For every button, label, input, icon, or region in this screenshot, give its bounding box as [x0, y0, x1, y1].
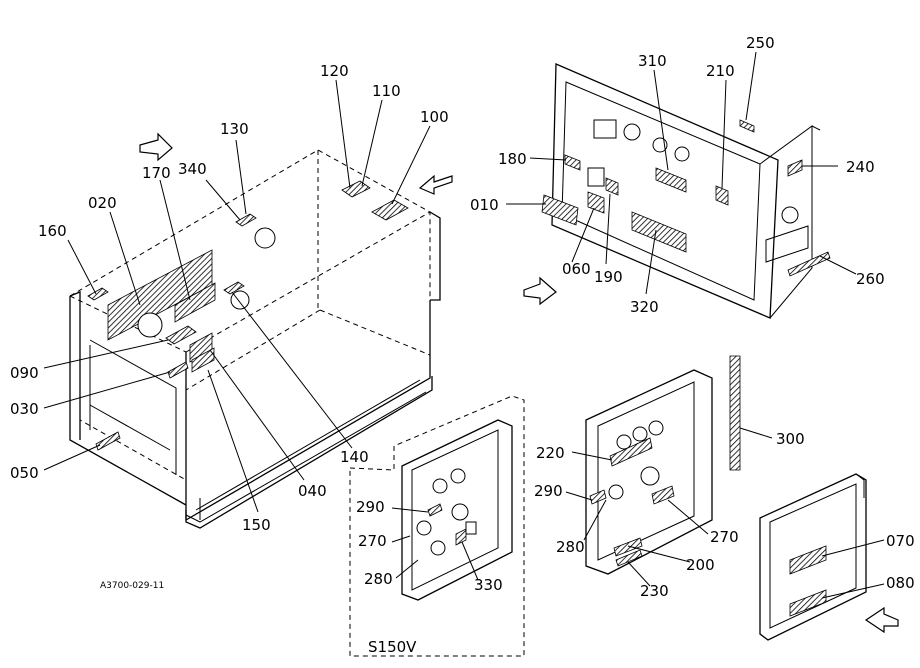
callout-070: 070	[886, 532, 915, 550]
callout-260: 260	[856, 270, 885, 288]
callout-240: 240	[846, 158, 875, 176]
callout-170: 170	[142, 164, 171, 182]
callout-230: 230	[640, 582, 669, 600]
callout-080: 080	[886, 574, 915, 592]
part-060	[587, 191, 605, 214]
callout-labels: 010 020 030 040 050 060 070 080 090 100 …	[10, 34, 915, 656]
part-330	[455, 528, 467, 546]
callout-020: 020	[88, 194, 117, 212]
callout-250: 250	[746, 34, 775, 52]
callout-050: 050	[10, 464, 39, 482]
part-300	[729, 355, 741, 471]
callout-180: 180	[498, 150, 527, 168]
callout-110: 110	[372, 82, 401, 100]
callout-280-main: 280	[556, 538, 585, 556]
part-250	[739, 119, 755, 133]
callout-140: 140	[340, 448, 369, 466]
callout-130: 130	[220, 120, 249, 138]
part-270-main	[651, 485, 675, 505]
part-160	[87, 287, 109, 301]
callout-220: 220	[536, 444, 565, 462]
callout-280-s150v: 280	[364, 570, 393, 588]
part-290-main	[589, 489, 607, 505]
drawing-code: A3700-029-11	[100, 581, 164, 591]
part-240	[787, 159, 803, 177]
callout-030: 030	[10, 400, 39, 418]
callout-320: 320	[630, 298, 659, 316]
part-140	[223, 281, 245, 295]
callout-330: 330	[474, 576, 503, 594]
cabinet-housing	[69, 132, 453, 529]
part-200	[613, 537, 643, 557]
front-panel-assembly	[523, 63, 831, 319]
callout-090: 090	[10, 364, 39, 382]
callout-010: 010	[470, 196, 499, 214]
callout-310: 310	[638, 52, 667, 70]
callout-210: 210	[706, 62, 735, 80]
part-230	[615, 549, 643, 567]
callout-060: 060	[562, 260, 591, 278]
callout-270-s150v: 270	[358, 532, 387, 550]
callout-340: 340	[178, 160, 207, 178]
part-150	[191, 347, 215, 373]
callout-200: 200	[686, 556, 715, 574]
callout-290-s150v: 290	[356, 498, 385, 516]
leader-lines	[43, 51, 885, 599]
s150v-variant-inset	[349, 395, 525, 657]
part-100	[371, 199, 409, 221]
callout-290-main: 290	[534, 482, 563, 500]
callout-100: 100	[420, 108, 449, 126]
part-340	[235, 213, 257, 227]
part-070	[789, 545, 827, 575]
part-030	[167, 361, 189, 379]
part-290-s150v	[427, 503, 443, 517]
variant-label: S150V	[368, 638, 417, 656]
part-310	[655, 167, 687, 193]
callout-270-main: 270	[710, 528, 739, 546]
callout-120: 120	[320, 62, 349, 80]
part-050	[95, 431, 121, 451]
callout-040: 040	[298, 482, 327, 500]
part-080	[789, 589, 827, 617]
part-260	[787, 251, 831, 277]
part-210	[715, 185, 729, 206]
rear-pcb-assembly	[585, 355, 741, 575]
part-120	[341, 180, 371, 198]
part-320	[631, 211, 687, 253]
callout-160: 160	[38, 222, 67, 240]
part-090	[165, 325, 197, 345]
callout-190: 190	[594, 268, 623, 286]
part-170	[174, 282, 216, 323]
part-190	[605, 177, 619, 196]
part-180	[564, 154, 581, 171]
part-010	[541, 194, 579, 226]
callout-300: 300	[776, 430, 805, 448]
part-220	[609, 437, 653, 467]
callout-150: 150	[242, 516, 271, 534]
mounting-bracket	[759, 473, 899, 641]
